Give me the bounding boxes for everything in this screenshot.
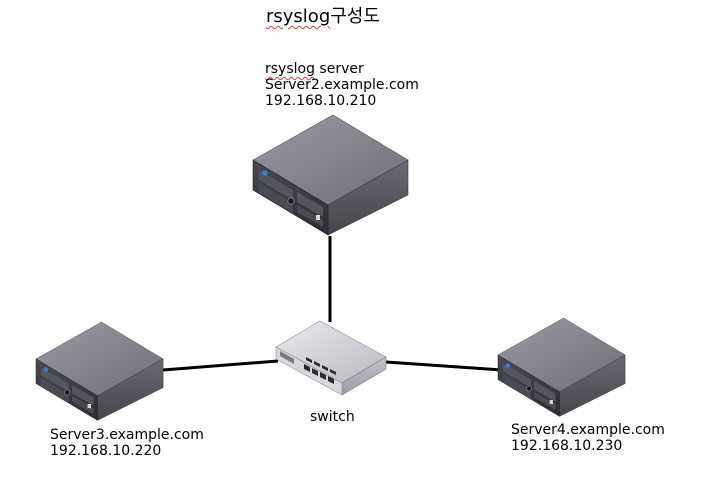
server4-hostname: Server4.example.com: [511, 422, 665, 438]
server2-role-rest: server: [314, 61, 364, 77]
server3-rack-server-icon: [35, 321, 164, 421]
link-server3-switch: [162, 359, 279, 372]
server2-hostname: Server2.example.com: [265, 77, 419, 93]
server2-role-first-word: rsyslog: [265, 61, 315, 77]
server2-label: rsyslog server Server2.example.com 192.1…: [265, 61, 419, 109]
server3-label: Server3.example.com 192.168.10.220: [50, 427, 204, 459]
switch-label: switch: [310, 409, 355, 425]
server4-label: Server4.example.com 192.168.10.230: [511, 422, 665, 454]
network-switch-icon: [275, 320, 387, 396]
server2-ip: 192.168.10.210: [265, 93, 377, 109]
title-prefix: rsyslog: [266, 6, 331, 27]
server2-role: rsyslog server: [265, 61, 419, 77]
server4-ip: 192.168.10.230: [511, 438, 623, 454]
server2-rack-server-icon: [252, 114, 409, 236]
server4-rack-server-icon: [497, 317, 626, 417]
server3-hostname: Server3.example.com: [50, 427, 204, 443]
server3-ip: 192.168.10.220: [50, 443, 162, 459]
title-suffix: 구성도: [330, 6, 380, 27]
diagram-title: rsyslog구성도: [266, 6, 380, 28]
link-switch-server4: [385, 360, 503, 372]
